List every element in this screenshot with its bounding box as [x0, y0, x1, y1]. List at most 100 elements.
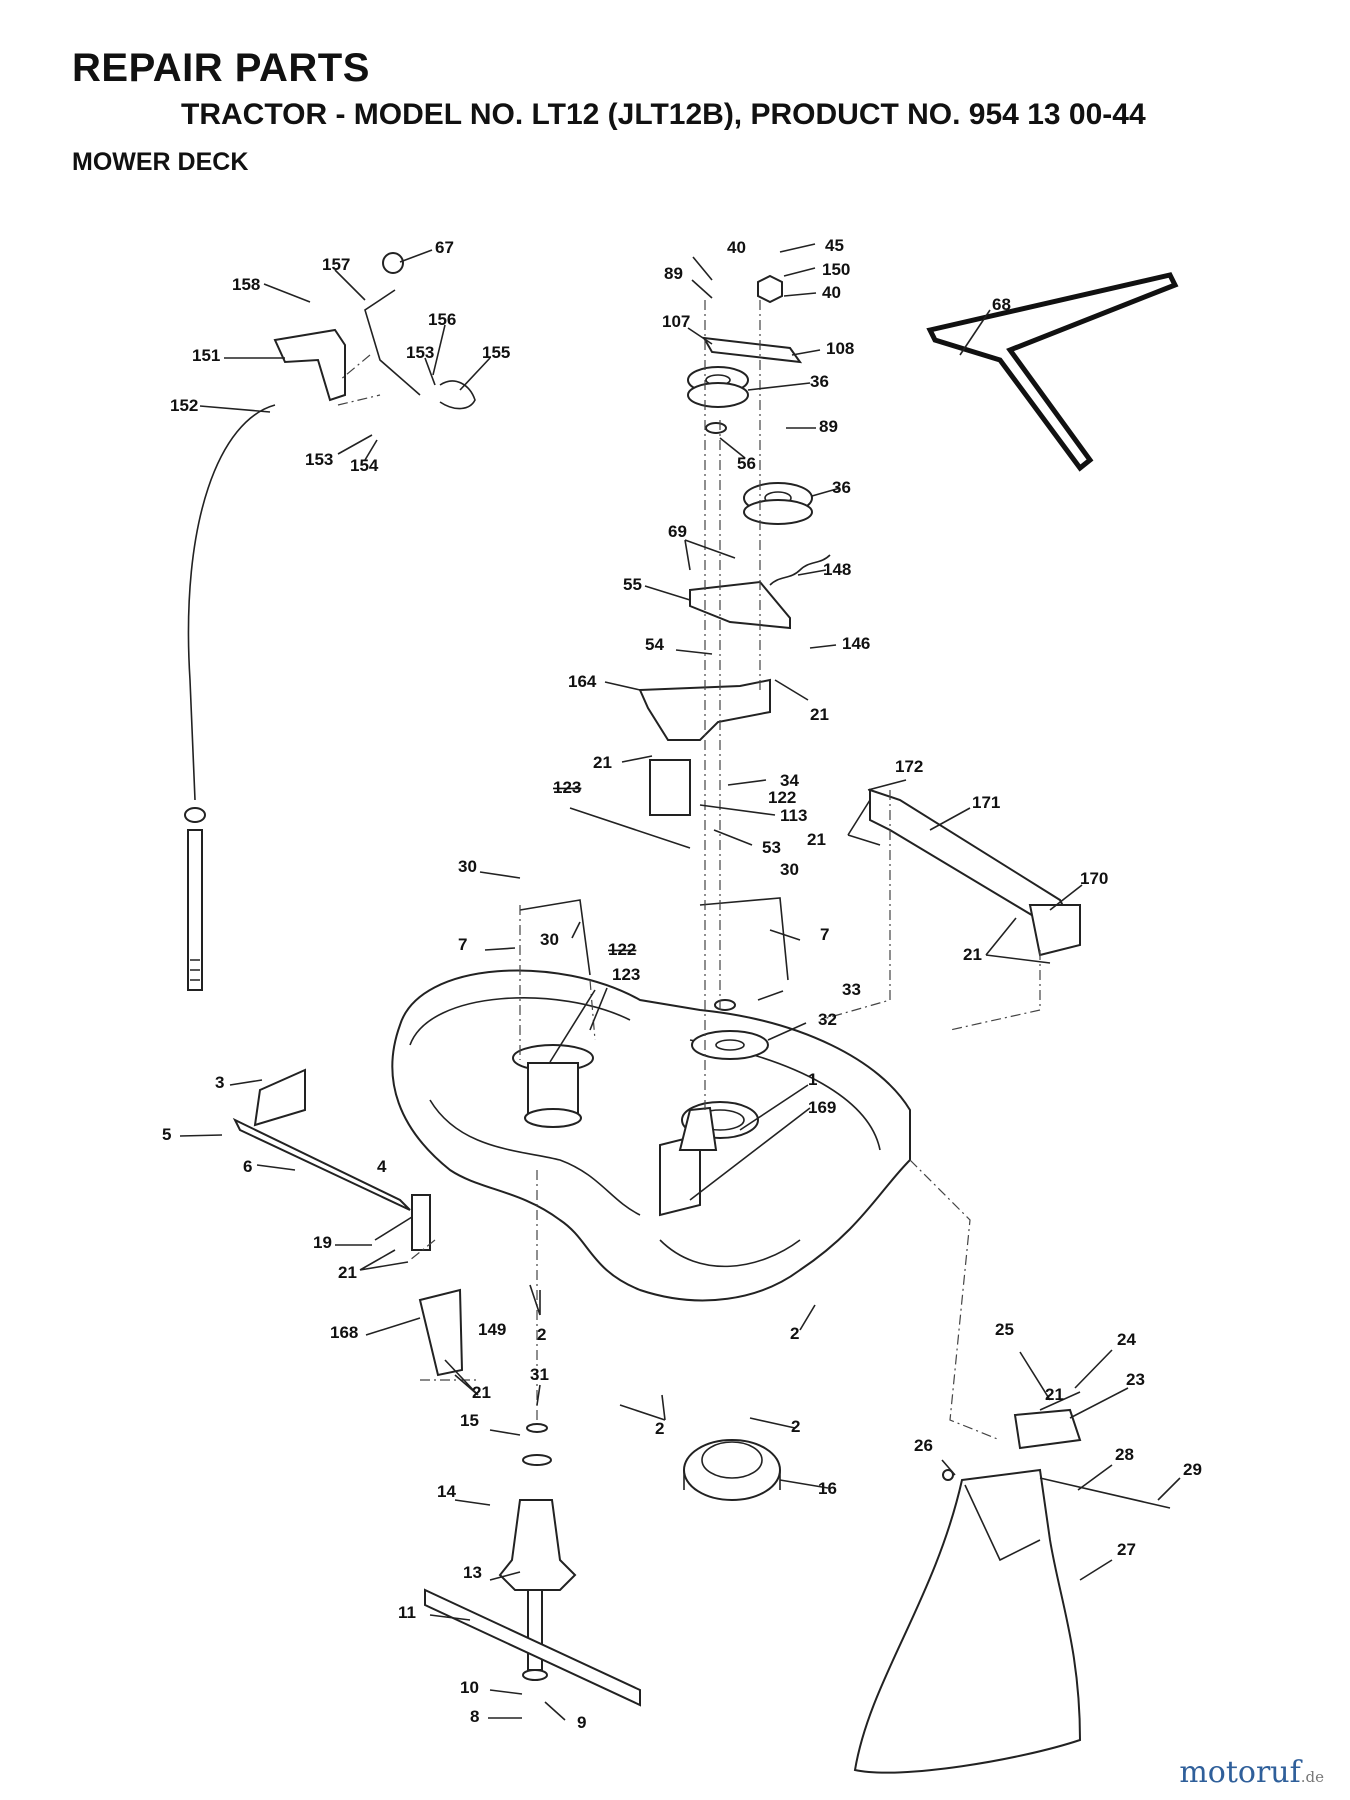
callout-7: 7 — [458, 935, 467, 954]
callout-68: 68 — [992, 295, 1011, 314]
callout-154: 154 — [350, 456, 379, 475]
lift-bracket-169 — [659, 1106, 718, 1217]
callout-122: 122 — [608, 940, 636, 959]
deck-spindle-pulley — [512, 1044, 594, 1128]
callout-123: 123 — [553, 778, 581, 797]
callout-45: 45 — [825, 236, 844, 255]
chute-27 — [853, 1408, 1171, 1774]
callout-156: 156 — [428, 310, 456, 329]
callout-2: 2 — [791, 1417, 800, 1436]
callout-21: 21 — [810, 705, 829, 724]
watermark-name: motoruf — [1179, 1755, 1301, 1790]
callout-28: 28 — [1115, 1445, 1134, 1464]
callout-153: 153 — [406, 343, 434, 362]
callout-107: 107 — [662, 312, 690, 331]
ring-16 — [683, 1439, 781, 1501]
callout-6: 6 — [243, 1157, 252, 1176]
callout-89: 89 — [664, 264, 683, 283]
callout-149: 149 — [478, 1320, 506, 1339]
callout-164: 164 — [568, 672, 597, 691]
guide-lines — [337, 300, 1041, 1441]
callout-146: 146 — [842, 634, 870, 653]
callout-21: 21 — [593, 753, 612, 772]
callout-24: 24 — [1117, 1330, 1136, 1349]
spindle-14 — [498, 1423, 577, 1681]
callout-29: 29 — [1183, 1460, 1202, 1479]
callout-4: 4 — [377, 1157, 387, 1176]
callout-21: 21 — [338, 1263, 357, 1282]
callout-26: 26 — [914, 1436, 933, 1455]
callout-40: 40 — [727, 238, 746, 257]
callout-2: 2 — [537, 1325, 546, 1344]
callout-56: 56 — [737, 454, 756, 473]
callout-54: 54 — [645, 635, 664, 654]
section-title: MOWER DECK — [72, 148, 249, 176]
callout-19: 19 — [313, 1233, 332, 1252]
cable-152 — [184, 404, 276, 991]
callout-168: 168 — [330, 1323, 358, 1342]
callout-172: 172 — [895, 757, 923, 776]
belt-68 — [926, 272, 1179, 472]
callout-5: 5 — [162, 1125, 171, 1144]
callout-158: 158 — [232, 275, 260, 294]
callout-15: 15 — [460, 1411, 479, 1430]
callout-36: 36 — [832, 478, 851, 497]
lift-arm-171 — [869, 788, 1081, 957]
callout-53: 53 — [762, 838, 781, 857]
callout-151: 151 — [192, 346, 220, 365]
callout-2: 2 — [790, 1324, 799, 1343]
callout-40: 40 — [822, 283, 841, 302]
callout-170: 170 — [1080, 869, 1108, 888]
callout-30: 30 — [458, 857, 477, 876]
callout-33: 33 — [842, 980, 861, 999]
bracket-168 — [418, 1288, 464, 1377]
callout-108: 108 — [826, 339, 854, 358]
callout-169: 169 — [808, 1098, 836, 1117]
callout-30: 30 — [780, 860, 799, 879]
callout-148: 148 — [823, 560, 851, 579]
watermark: motoruf.de — [1179, 1755, 1324, 1790]
callout-7: 7 — [820, 925, 829, 944]
lift-link-6 — [232, 1068, 431, 1251]
link-rods-7 — [519, 897, 789, 981]
callout-155: 155 — [482, 343, 510, 362]
model-line: TRACTOR - MODEL NO. LT12 (JLT12B), PRODU… — [181, 98, 1146, 131]
callout-55: 55 — [623, 575, 642, 594]
callout-9: 9 — [577, 1713, 586, 1732]
callout-30: 30 — [540, 930, 559, 949]
callout-13: 13 — [463, 1563, 482, 1582]
callout-8: 8 — [470, 1707, 479, 1726]
lever-assembly — [273, 252, 476, 410]
callout-27: 27 — [1117, 1540, 1136, 1559]
callout-1: 1 — [808, 1070, 817, 1089]
callout-123: 123 — [612, 965, 640, 984]
callout-10: 10 — [460, 1678, 479, 1697]
callout-21: 21 — [963, 945, 982, 964]
callout-36: 36 — [810, 372, 829, 391]
watermark-suffix: .de — [1300, 1768, 1324, 1786]
callout-150: 150 — [822, 260, 850, 279]
callout-23: 23 — [1126, 1370, 1145, 1389]
leader-lines — [179, 243, 1181, 1721]
callout-21: 21 — [807, 830, 826, 849]
callout-122: 122 — [768, 788, 796, 807]
callout-67: 67 — [435, 238, 454, 257]
callout-21: 21 — [472, 1383, 491, 1402]
callout-69: 69 — [668, 522, 687, 541]
callout-16: 16 — [818, 1479, 837, 1498]
callout-34: 34 — [780, 771, 799, 790]
blade-11 — [424, 1588, 641, 1707]
callout-152: 152 — [170, 396, 198, 415]
callout-14: 14 — [437, 1482, 456, 1501]
callout-113: 113 — [780, 806, 807, 825]
callout-89: 89 — [819, 417, 838, 436]
callout-11: 11 — [398, 1603, 416, 1622]
callout-25: 25 — [995, 1320, 1014, 1339]
callout-3: 3 — [215, 1073, 224, 1092]
idler-stack — [687, 274, 813, 525]
callout-157: 157 — [322, 255, 350, 274]
callout-2: 2 — [655, 1419, 664, 1438]
callout-21: 21 — [1045, 1385, 1064, 1404]
